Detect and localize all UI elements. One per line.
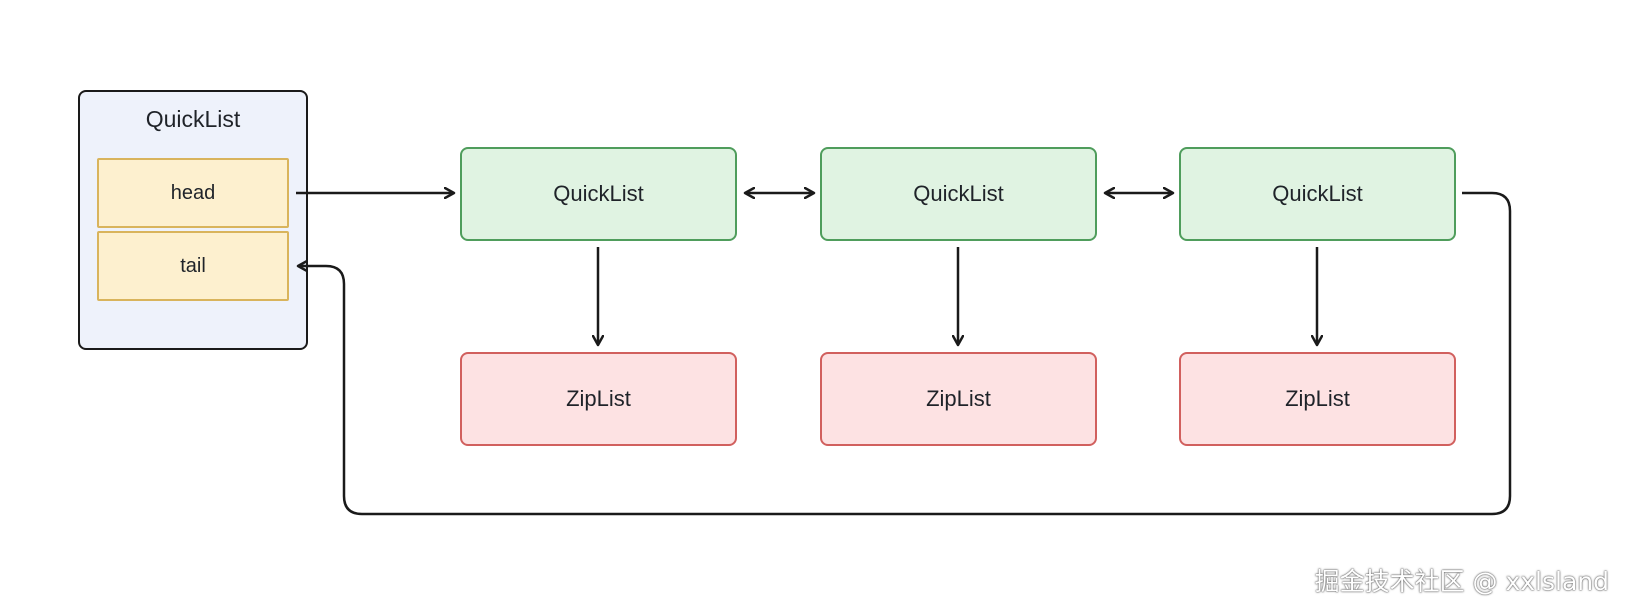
head-field: head bbox=[97, 158, 289, 228]
quicklist-header-title: QuickList bbox=[145, 106, 241, 132]
quicklist-node-2: QuickList bbox=[820, 147, 1097, 241]
ziplist-node-2: ZipList bbox=[820, 352, 1097, 446]
tail-field: tail bbox=[97, 231, 289, 301]
ziplist-node-3: ZipList bbox=[1179, 352, 1456, 446]
quicklist-node-3: QuickList bbox=[1179, 147, 1456, 241]
ziplist-node-1: ZipList bbox=[460, 352, 737, 446]
quicklist-node-1: QuickList bbox=[460, 147, 737, 241]
watermark-text: 掘金技术社区 @ xxlsland bbox=[1314, 567, 1609, 596]
